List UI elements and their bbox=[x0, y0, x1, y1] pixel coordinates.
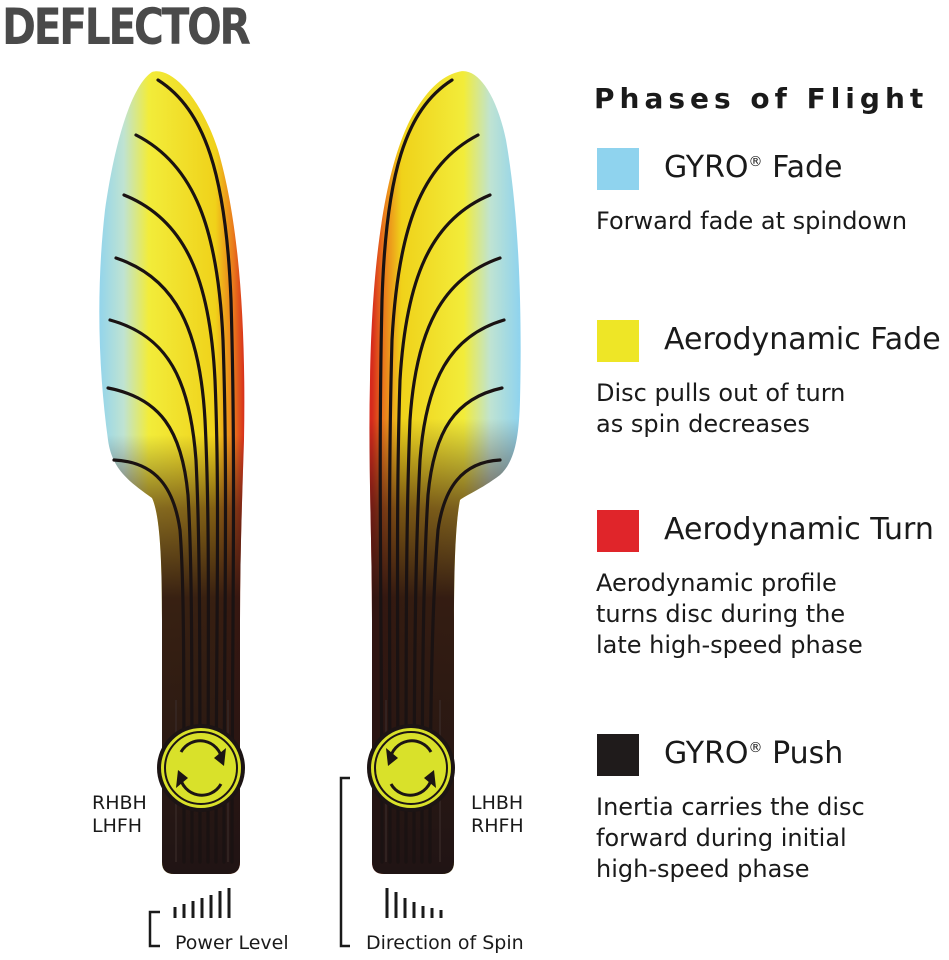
legend-item-title: Aerodynamic Fade bbox=[664, 322, 941, 357]
left-throw-types: RHBH LHFH bbox=[92, 792, 147, 837]
legend-item-title: GYRO® Fade bbox=[664, 150, 843, 185]
legend-item-title: GYRO® Push bbox=[664, 736, 844, 771]
counterclockwise-spin-icon bbox=[367, 724, 455, 812]
power-level-label: Power Level bbox=[175, 932, 289, 954]
page-title: DEFLECTOR bbox=[2, 0, 251, 56]
power-level-key bbox=[148, 888, 231, 948]
right-flight-paddle bbox=[367, 71, 521, 874]
legend-item-description: Inertia carries the disc forward during … bbox=[596, 793, 865, 883]
legend-item-description: Forward fade at spindown bbox=[596, 207, 908, 235]
gyro-fade-swatch bbox=[597, 148, 639, 190]
aerodynamic-turn-swatch bbox=[597, 510, 639, 552]
direction-of-spin-label: Direction of Spin bbox=[366, 932, 524, 954]
direction-of-spin-key bbox=[339, 776, 443, 948]
signal-bars-icon bbox=[173, 888, 231, 918]
gyro-push-swatch bbox=[597, 734, 639, 776]
right-throw-types: LHBH RHFH bbox=[471, 792, 524, 837]
spin-bars-icon bbox=[385, 888, 443, 918]
clockwise-spin-icon bbox=[157, 724, 245, 812]
legend-item-description: Disc pulls out of turn as spin decreases bbox=[596, 379, 846, 438]
aerodynamic-fade-swatch bbox=[597, 320, 639, 362]
legend-item-title: Aerodynamic Turn bbox=[664, 512, 934, 547]
left-flight-paddle bbox=[99, 71, 245, 875]
legend-item-description: Aerodynamic profile turns disc during th… bbox=[596, 569, 863, 659]
legend-heading: Phases of Flight bbox=[594, 82, 929, 115]
